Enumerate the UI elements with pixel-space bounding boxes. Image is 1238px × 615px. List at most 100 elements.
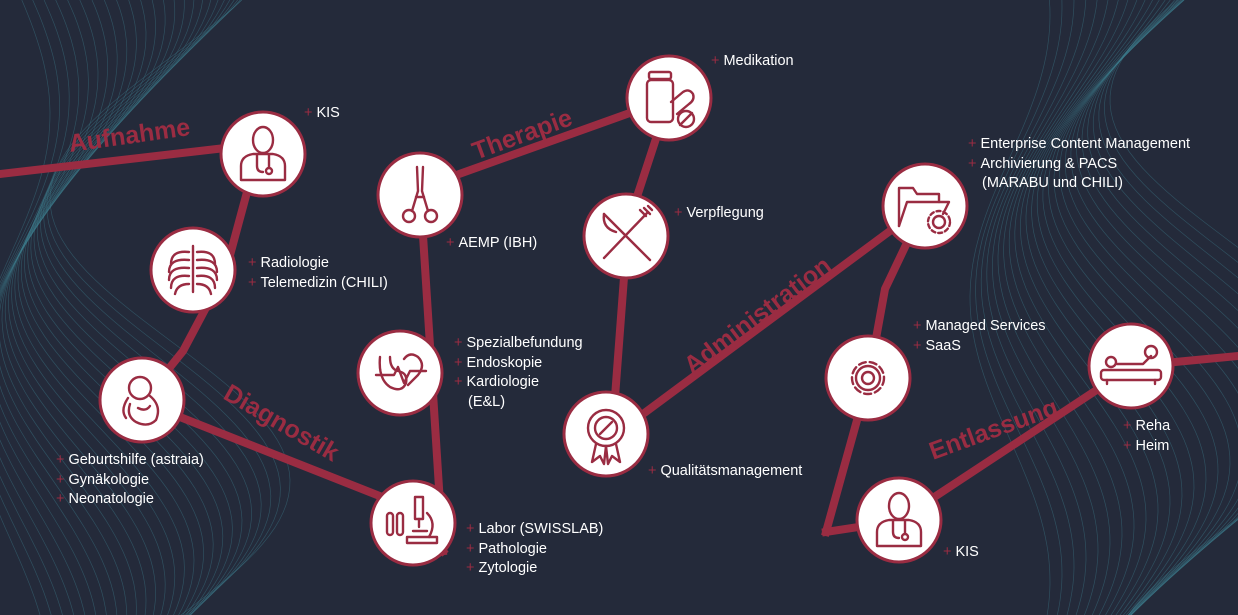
node-gear [824,334,912,422]
wave-line [1087,0,1238,615]
wave-line [8,0,166,615]
node-medication [625,54,713,142]
list-gear: +Managed Services +SaaS [913,317,1046,356]
wave-line [14,0,185,615]
wave-line [46,0,281,615]
wave-line [0,0,137,615]
wave-line [1036,0,1195,615]
list-item: +KIS [943,544,979,560]
list-item: +Kardiologie [454,374,540,390]
wave-line [1064,0,1238,615]
node-ribcage [149,226,237,314]
list-folder: +Enterprise Content Management +Archivie… [968,135,1190,194]
list-rehab: +Reha +Heim [1123,417,1170,456]
wave-line [1059,0,1238,615]
list-organs: +Spezialbefundung +Endoskopie +Kardiolog… [454,334,583,412]
stage-label-administration: Administration [679,251,837,380]
list-medication: +Medikation [711,52,794,72]
list-item: +Enterprise Content Management [968,136,1191,152]
list-item: +Gynäkologie [56,471,150,488]
list-item: +Reha [1123,418,1171,434]
wave-line [0,0,70,615]
wave-line [0,0,99,615]
background-waves-left [0,0,291,615]
node-organs [356,329,444,417]
wave-line [975,0,1063,615]
wave-line [1081,0,1238,615]
list-item: +Managed Services [913,318,1046,334]
list-item: +Radiologie [248,255,329,271]
wave-line [1048,0,1219,615]
wave-line [20,0,204,615]
wave-line [4,0,156,615]
wave-line [1070,0,1238,615]
list-doctor-discharge: +KIS [943,543,979,563]
wave-line [0,0,128,615]
node-clamp [376,151,464,239]
ribcage-icon [167,244,219,296]
list-item: +Archivierung & PACS [968,155,1118,172]
list-item: +Telemedizin (CHILI) [248,274,388,291]
wave-line [1,0,147,615]
node-fetus [98,356,186,444]
wave-line [980,0,1075,615]
list-item: +Qualitätsmanagement [648,463,803,479]
microscope-icon [385,495,439,545]
wave-line [997,0,1111,615]
list-item: +Labor (SWISSLAB) [466,521,604,537]
wave-line [1020,0,1159,615]
wave-line [33,0,243,615]
node-folder [881,162,969,250]
list-item-continuation: (E&L) [468,393,506,410]
wave-line [30,0,233,615]
gear-icon [850,360,886,396]
wave-line [0,0,80,615]
doctor-icon [875,491,923,548]
fetus-icon [122,375,160,426]
doctor-icon [239,125,287,182]
wave-line [986,0,1087,615]
list-item: +Pathologie [466,540,547,557]
list-item: +Zytologie [466,560,538,576]
list-item: +Medikation [711,53,794,69]
stomach-heart-icon [374,353,428,391]
list-item: +Verpflegung [674,205,764,221]
list-item: +SaaS [913,337,961,354]
list-item: +Heim [1123,437,1170,454]
wave-line [40,0,262,615]
node-rehab [1087,322,1175,410]
wave-line [1003,0,1123,615]
wave-line [24,0,214,615]
list-doctor-admission: +KIS [304,104,340,124]
wave-line [1098,0,1238,615]
wave-line [969,0,1051,615]
wave-line [1008,0,1135,615]
wave-line [0,0,118,615]
wave-line [0,0,51,615]
quality-seal-icon [586,408,626,466]
wave-line [17,0,195,615]
background-waves-right [969,0,1238,615]
wave-line [49,0,291,615]
folder-gear-icon [897,186,952,235]
wave-line [1042,0,1207,615]
wave-line [1092,0,1238,615]
wave-line [43,0,272,615]
list-item: +KIS [304,105,340,121]
medicine-bottle-icon [645,70,696,129]
list-cutlery: +Verpflegung [674,204,764,224]
wave-line [0,0,108,615]
list-item: +AEMP (IBH) [446,235,538,251]
wave-line [1031,0,1183,615]
list-fetus: +Geburtshilfe (astraia) +Gynäkologie +Ne… [56,451,204,510]
node-quality [562,390,650,478]
list-microscope: +Labor (SWISSLAB) +Pathologie +Zytologie [466,520,603,579]
wave-line [1076,0,1238,615]
knife-fork-icon [602,204,654,262]
list-item: +Neonatologie [56,491,154,507]
wave-line [11,0,176,615]
patient-bed-icon [1099,344,1163,386]
wave-line [0,0,60,615]
wave-line [992,0,1099,615]
